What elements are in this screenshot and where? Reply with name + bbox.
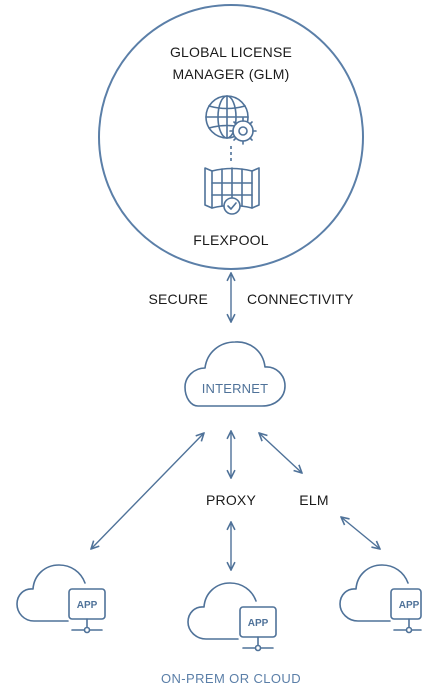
elm-label: ELM <box>299 492 328 508</box>
glm-title-line2: MANAGER (GLM) <box>173 66 290 82</box>
internet-elm-arrow <box>259 433 302 473</box>
app-cloud-right: APP <box>339 564 422 634</box>
internet-label: INTERNET <box>202 381 269 396</box>
internet-cloud-icon <box>184 341 286 407</box>
glm-circle <box>98 4 364 270</box>
elm-right-app-arrow <box>341 517 380 549</box>
app-cloud-left: APP <box>16 564 106 634</box>
footer-label: ON-PREM OR CLOUD <box>161 671 301 686</box>
globe-gear-icon <box>205 95 257 145</box>
app-cloud-middle: APP <box>187 582 277 652</box>
flexpool-label: FLEXPOOL <box>193 232 269 248</box>
glm-title-line1: GLOBAL LICENSE <box>170 44 292 60</box>
flexpool-icon <box>204 167 260 215</box>
secure-label: SECURE <box>148 291 208 307</box>
app-label-middle: APP <box>248 618 269 629</box>
internet-left-app-arrow <box>91 433 204 549</box>
connectivity-label: CONNECTIVITY <box>247 291 354 307</box>
proxy-label: PROXY <box>206 492 256 508</box>
app-label-right: APP <box>399 600 420 611</box>
app-label-left: APP <box>77 600 98 611</box>
